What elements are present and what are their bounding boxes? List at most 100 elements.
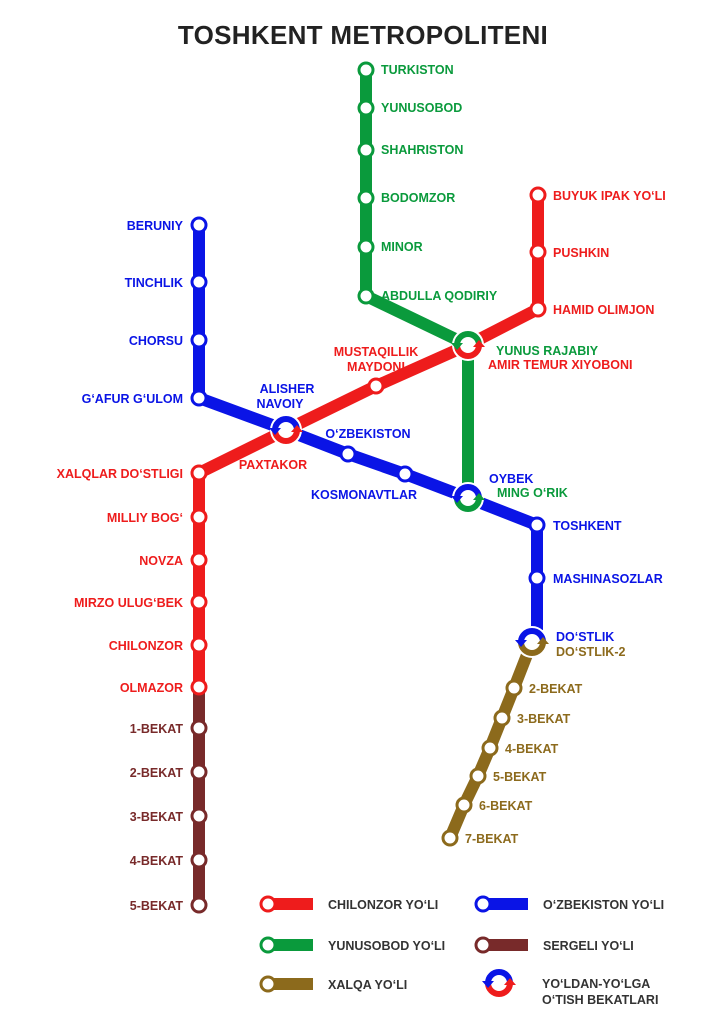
interchange-label[interactable]: MING O‘RIK [497, 486, 568, 500]
station-label[interactable]: CHILONZOR [109, 639, 183, 653]
station-label[interactable]: MASHINASOZLAR [553, 572, 663, 586]
station-marker [190, 719, 208, 737]
legend-item-ozbekiston: O‘ZBEKISTON YO‘LI [474, 895, 664, 913]
station-label[interactable]: TOSHKENT [553, 519, 622, 533]
station-label[interactable]: 1-BEKAT [130, 722, 184, 736]
legend-station-icon [474, 936, 492, 954]
station-label[interactable]: G‘AFUR G‘ULOM [82, 392, 183, 406]
station-marker [190, 464, 208, 482]
transfer-arrow-icon [473, 340, 485, 347]
station-marker [367, 377, 385, 395]
station-marker [529, 186, 547, 204]
station-label[interactable]: OLMAZOR [120, 681, 183, 695]
transfer-arrow-icon [504, 978, 516, 985]
interchange-label[interactable]: NAVOIY [257, 397, 305, 411]
legend-label[interactable]: YUNUSOBOD YO‘LI [328, 939, 445, 953]
interchange-oybek-mingorik [451, 482, 485, 514]
station-marker [357, 141, 375, 159]
legend-label[interactable]: YO‘LDAN-YO‘LGA [542, 977, 650, 991]
interchange-label[interactable]: DO‘STLIK [556, 630, 614, 644]
legend-label[interactable]: CHILONZOR YO‘LI [328, 898, 438, 912]
station-marker [441, 829, 459, 847]
legend-station-icon [259, 895, 277, 913]
station-label[interactable]: PUSHKIN [553, 246, 609, 260]
station-label[interactable]: BERUNIY [127, 219, 184, 233]
legend-item-sergeli: SERGELI YO‘LI [474, 936, 634, 954]
station-label[interactable]: 5-BEKAT [130, 899, 184, 913]
transfer-arrow-icon [269, 428, 281, 435]
legend-swatch [268, 978, 313, 990]
station-label[interactable]: 5-BEKAT [493, 770, 547, 784]
station-label[interactable]: MILLIY BOG‘ [107, 511, 183, 525]
station-marker [190, 216, 208, 234]
interchange-label[interactable]: YUNUS RAJABIY [496, 344, 599, 358]
station-label[interactable]: BODOMZOR [381, 191, 455, 205]
station-marker [190, 636, 208, 654]
station-marker [190, 508, 208, 526]
station-label[interactable]: O‘ZBEKISTON [325, 427, 410, 441]
station-label[interactable]: CHORSU [129, 334, 183, 348]
interchange-label[interactable]: ALISHER [260, 382, 315, 396]
station-marker [190, 851, 208, 869]
legend-label[interactable]: SERGELI YO‘LI [543, 939, 634, 953]
station-label[interactable]: 2-BEKAT [529, 682, 583, 696]
station-marker [529, 300, 547, 318]
station-label-line: MAYDONI [347, 360, 405, 374]
legend-swatch [483, 939, 528, 951]
interchange-label[interactable]: DO‘STLIK-2 [556, 645, 625, 659]
station-label[interactable]: TURKISTON [381, 63, 454, 77]
legend-transfer-icon [482, 967, 516, 999]
station-marker [455, 796, 473, 814]
station-label[interactable]: 2-BEKAT [130, 766, 184, 780]
transfer-arrow-icon [537, 637, 549, 644]
legend-station-icon [259, 975, 277, 993]
station-label[interactable]: ABDULLA QODIRIY [381, 289, 498, 303]
station-marker [493, 709, 511, 727]
station-label[interactable]: 3-BEKAT [130, 810, 184, 824]
station-marker [190, 678, 208, 696]
station-marker [190, 389, 208, 407]
station-label[interactable]: TINCHLIK [125, 276, 183, 290]
station-label[interactable]: 3-BEKAT [517, 712, 571, 726]
legend-item-yunusobod: YUNUSOBOD YO‘LI [259, 936, 445, 954]
transfer-arrow-icon [482, 981, 494, 988]
station-label[interactable]: SHAHRISTON [381, 143, 463, 157]
station-label[interactable]: 4-BEKAT [130, 854, 184, 868]
station-marker [339, 445, 357, 463]
transfer-arrow-icon [473, 493, 485, 500]
station-label[interactable]: KOSMONAVTLAR [311, 488, 417, 502]
station-marker [357, 189, 375, 207]
station-label[interactable]: HAMID OLIMJON [553, 303, 654, 317]
station-label[interactable]: NOVZA [139, 554, 183, 568]
station-label[interactable]: MIRZO ULUG‘BEK [74, 596, 183, 610]
station-label[interactable]: 6-BEKAT [479, 799, 533, 813]
legend-label[interactable]: XALQA YO‘LI [328, 978, 407, 992]
station-label[interactable]: BUYUK IPAK YO‘LI [553, 189, 666, 203]
station-marker [469, 767, 487, 785]
station-label[interactable]: YUNUSOBOD [381, 101, 462, 115]
legend-swatch [483, 898, 528, 910]
legend-item-chilonzor: CHILONZOR YO‘LI [259, 895, 438, 913]
legend-item-xalqa: XALQA YO‘LI [259, 975, 407, 993]
interchange-yunus-amir [451, 329, 485, 361]
station-label[interactable]: MINOR [381, 240, 423, 254]
station-label[interactable]: XALQLAR DO‘STLIGI [57, 467, 183, 481]
interchange-label[interactable]: AMIR TEMUR XIYOBONI [488, 358, 632, 372]
legend-label[interactable]: O‘ZBEKISTON YO‘LI [543, 898, 664, 912]
station-marker [357, 61, 375, 79]
station-marker [190, 896, 208, 914]
transfer-arrow-icon [291, 425, 303, 432]
station-marker [357, 287, 375, 305]
station-marker [190, 593, 208, 611]
station-label[interactable]: 4-BEKAT [505, 742, 559, 756]
interchange-label[interactable]: OYBEK [489, 472, 533, 486]
transfer-arrow-icon [515, 640, 527, 647]
legend-station-icon [474, 895, 492, 913]
station-marker [529, 243, 547, 261]
interchange-label[interactable]: PAXTAKOR [239, 458, 307, 472]
station-label[interactable]: 7-BEKAT [465, 832, 519, 846]
station-marker [357, 99, 375, 117]
legend-label[interactable]: O‘TISH BEKATLARI [542, 993, 658, 1007]
legend-station-icon [259, 936, 277, 954]
